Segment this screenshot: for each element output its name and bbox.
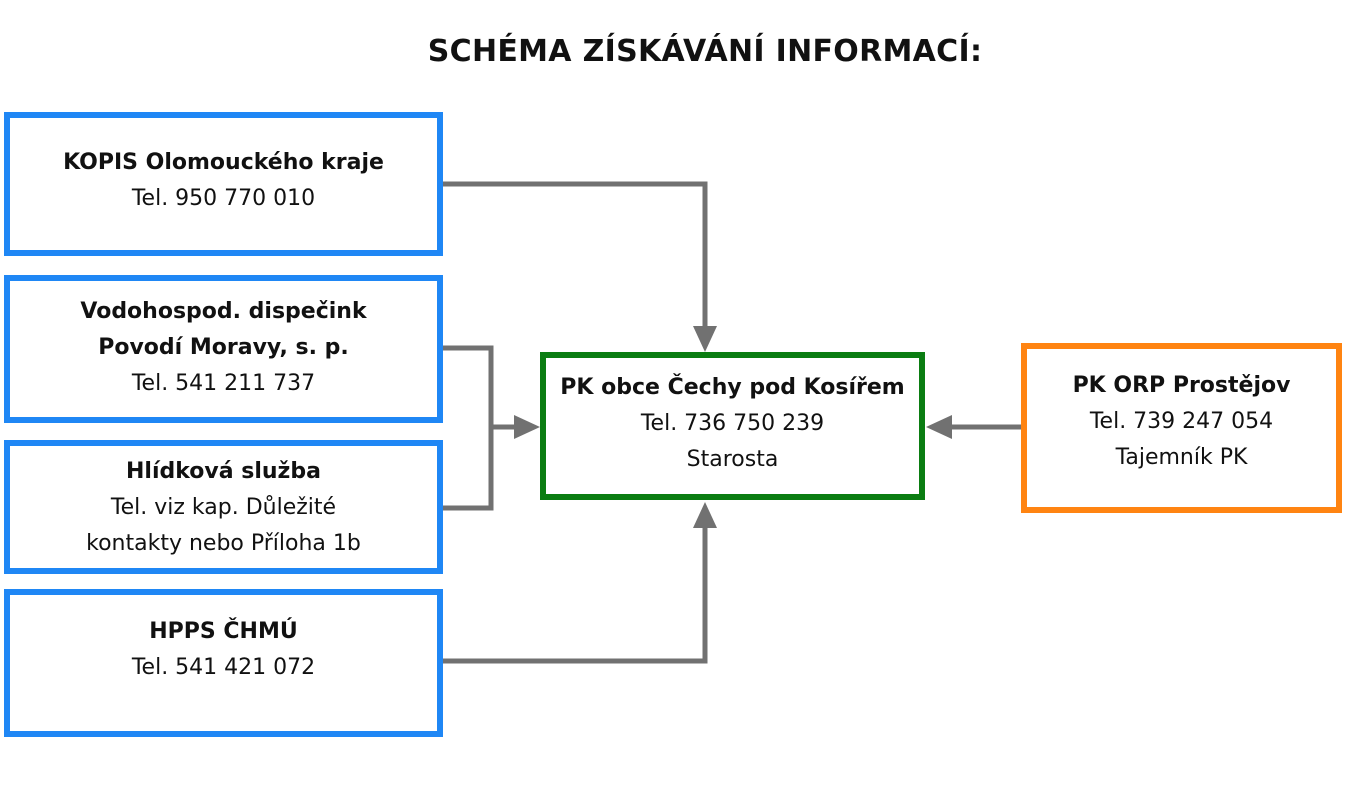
hpps-phone: Tel. 541 421 072: [131, 655, 316, 680]
connector-kopis-to-pk: [443, 181, 708, 330]
pk-obce-node: PK obce Čechy pod Kosířem Tel. 736 750 2…: [540, 352, 925, 500]
pk-orp-role: Tajemník PK: [1115, 445, 1248, 470]
kopis-name: KOPIS Olomouckého kraje: [63, 150, 384, 175]
hlidkova-sluzba-phone-line1: Tel. viz kap. Důležité: [110, 495, 337, 520]
pk-orp-phone: Tel. 739 247 054: [1089, 409, 1274, 434]
pk-obce-phone: Tel. 736 750 239: [640, 411, 825, 436]
vodohospod-node: Vodohospod. dispečink Povodí Moravy, s. …: [4, 275, 443, 423]
hlidkova-sluzba-phone-line2: kontakty nebo Příloha 1b: [86, 531, 361, 556]
arrowhead-right: [926, 415, 952, 439]
diagram-title: SCHÉMA ZÍSKÁVÁNÍ INFORMACÍ:: [427, 34, 983, 69]
arrowhead-bottom: [693, 502, 717, 528]
arrowhead-left: [514, 415, 540, 439]
kopis-node: KOPIS Olomouckého kraje Tel. 950 770 010: [4, 112, 443, 256]
hlidkova-sluzba-name: Hlídková služba: [126, 459, 321, 484]
arrowhead-top: [693, 326, 717, 352]
pk-orp-name: PK ORP Prostějov: [1072, 373, 1291, 398]
vodohospod-phone: Tel. 541 211 737: [131, 371, 316, 396]
vodohospod-name-line2: Povodí Moravy, s. p.: [98, 335, 349, 360]
vodohospod-name-line1: Vodohospod. dispečink: [80, 299, 367, 324]
hlidkova-sluzba-node: Hlídková služba Tel. viz kap. Důležité k…: [4, 440, 443, 574]
pk-orp-node: PK ORP Prostějov Tel. 739 247 054 Tajemn…: [1021, 343, 1342, 513]
connector-vodo-to-merge: [443, 345, 494, 511]
kopis-phone: Tel. 950 770 010: [131, 186, 316, 211]
connector-hpps-to-pk: [443, 526, 708, 664]
pk-obce-role: Starosta: [686, 447, 779, 472]
hpps-name: HPPS ČHMÚ: [149, 619, 298, 644]
hpps-node: HPPS ČHMÚ Tel. 541 421 072: [4, 589, 443, 737]
pk-obce-name: PK obce Čechy pod Kosířem: [560, 375, 905, 400]
